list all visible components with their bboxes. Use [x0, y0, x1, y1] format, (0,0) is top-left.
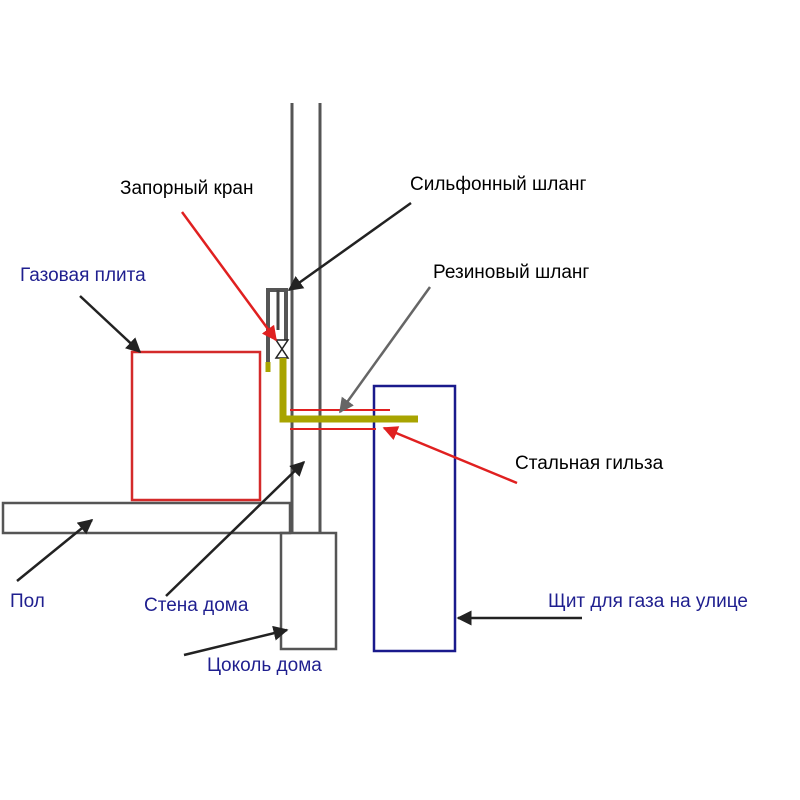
- label-house-wall: Стена дома: [144, 595, 249, 616]
- arrow-house-wall: [165, 460, 306, 597]
- gas-pipe: [265, 358, 418, 423]
- gas-cabinet: [372, 384, 457, 653]
- label-bellows-hose: Сильфонный шланг: [410, 174, 586, 195]
- arrow-gas-stove: [79, 295, 142, 354]
- gas-stove: [130, 350, 262, 502]
- arrow-rubber-hose: [338, 286, 432, 414]
- label-gas-stove: Газовая плита: [20, 265, 146, 286]
- label-shutoff-valve: Запорный кран: [120, 178, 253, 199]
- arrow-house-plinth: [183, 625, 289, 657]
- label-steel-sleeve: Стальная гильза: [515, 453, 664, 474]
- house-plinth: [279, 531, 338, 651]
- label-house-plinth: Цоколь дома: [207, 655, 322, 676]
- arrow-bellows-hose: [287, 201, 412, 292]
- shutoff-valve-symbol: [274, 339, 290, 359]
- label-rubber-hose: Резиновый шланг: [433, 262, 589, 283]
- floor-slab: [1, 501, 292, 535]
- label-gas-cabinet: Щит для газа на улице: [548, 591, 748, 612]
- arrow-steel-sleeve: [382, 426, 518, 485]
- arrow-floor: [16, 519, 94, 582]
- arrow-shutoff-valve: [180, 211, 278, 342]
- label-floor: Пол: [10, 591, 45, 612]
